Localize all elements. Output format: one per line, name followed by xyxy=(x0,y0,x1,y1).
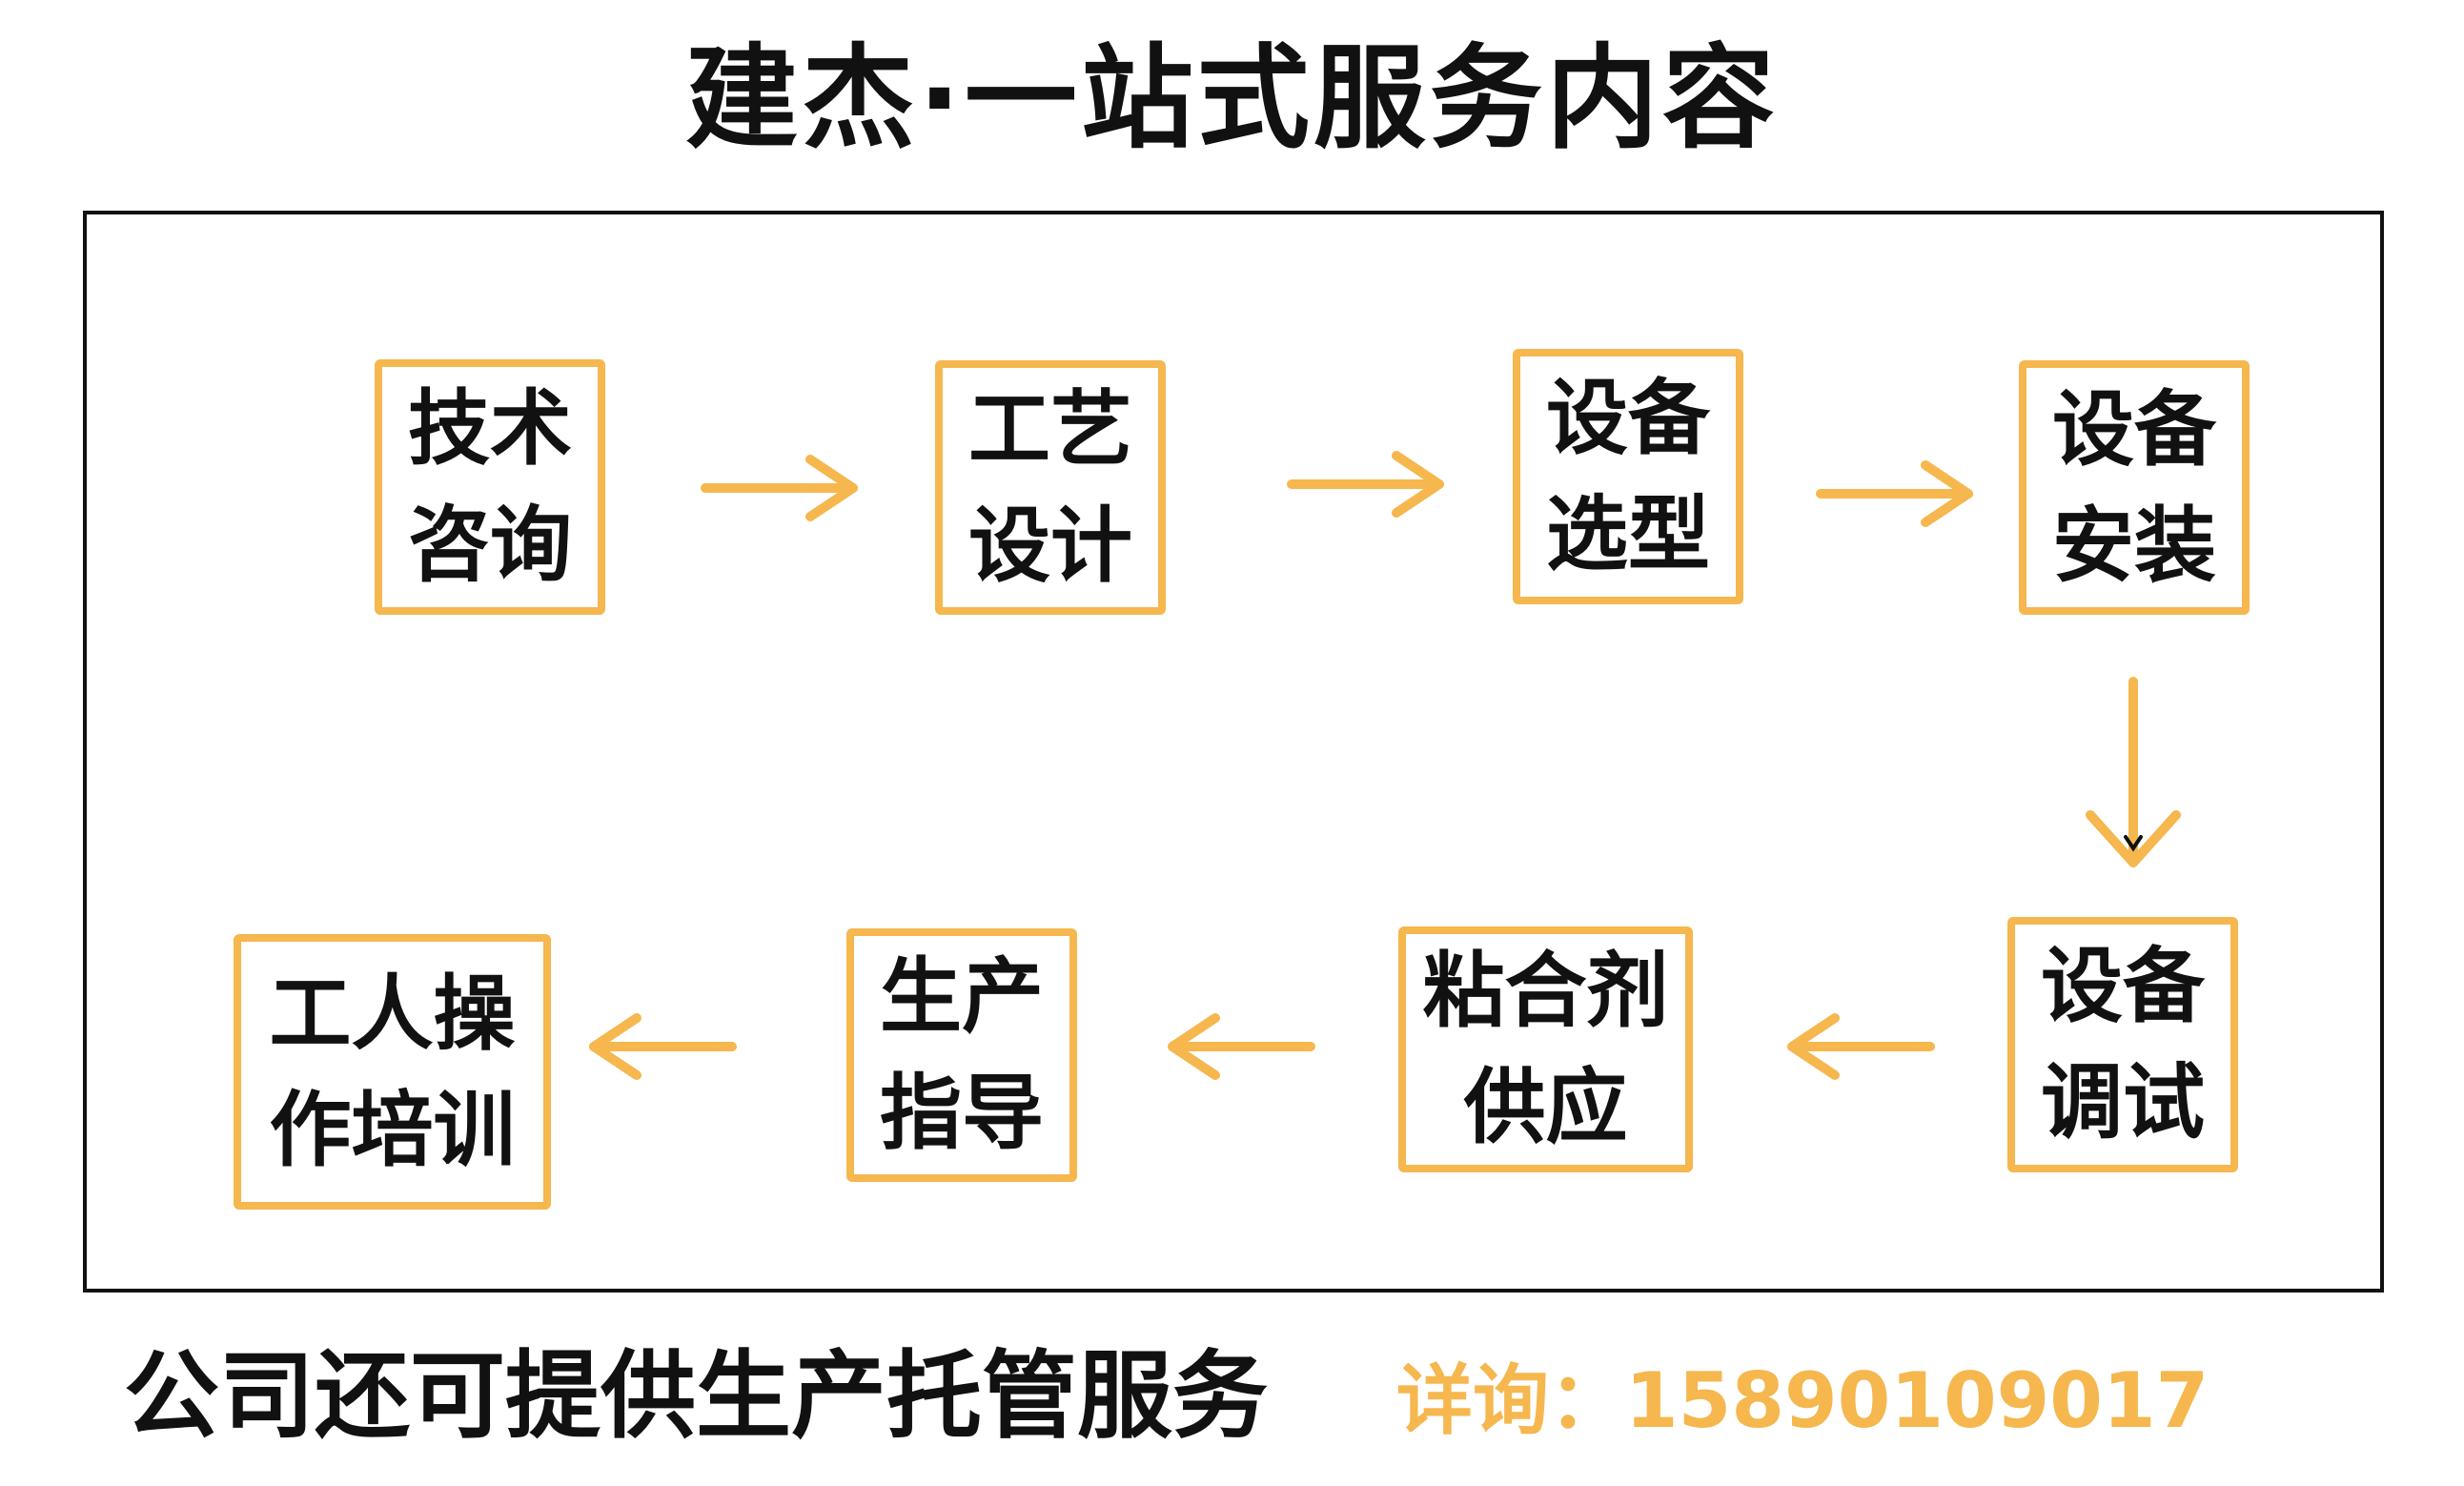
arrow-right-2 xyxy=(1287,451,1444,518)
arrow-left-3 xyxy=(589,1013,737,1080)
step-adhesive-supply: 粘合剂 供应 xyxy=(1398,926,1693,1172)
step-label-line2: 设计 xyxy=(968,498,1132,594)
step-label-line2: 指导 xyxy=(880,1066,1044,1161)
step-label-line2: 调试 xyxy=(2041,1055,2205,1150)
step-label-line1: 粘合剂 xyxy=(1422,944,1669,1039)
step-label-line2: 咨询 xyxy=(408,498,572,593)
step-label-line2: 供应 xyxy=(1463,1060,1628,1155)
step-equipment-selection: 设备 选型 xyxy=(1513,349,1743,604)
step-worker-training: 工人操 作培训 xyxy=(234,934,551,1210)
hosting-service-note: 公司还可提供生产托管服务 xyxy=(124,1340,1268,1452)
step-equipment-installation: 设备 安装 xyxy=(2019,360,2250,615)
step-label-line2: 安装 xyxy=(2052,498,2216,594)
arrow-left-1 xyxy=(1787,1013,1935,1080)
step-label-line1: 设备 xyxy=(2052,381,2216,478)
arrow-right-3 xyxy=(1816,460,1973,527)
step-label-line1: 生产 xyxy=(880,949,1044,1045)
diagram-frame xyxy=(83,211,2384,1293)
contact-phone: 详询：15890109017 xyxy=(1396,1356,2209,1445)
step-label-line1: 工艺 xyxy=(968,381,1132,478)
step-label-line2: 作培训 xyxy=(269,1082,516,1178)
step-equipment-commissioning: 设备 调试 xyxy=(2007,917,2238,1172)
step-label-line1: 技术 xyxy=(408,381,572,477)
page-title: 建杰·一站式服务内容 xyxy=(685,32,1779,164)
step-label-line2: 选型 xyxy=(1546,487,1710,582)
step-process-design: 工艺 设计 xyxy=(935,360,1166,615)
step-label-line1: 设备 xyxy=(2041,939,2205,1034)
step-label-line1: 工人操 xyxy=(269,966,516,1062)
arrow-down-tip-mark xyxy=(2124,835,2143,852)
step-production-guidance: 生产 指导 xyxy=(846,928,1077,1182)
step-technical-consulting: 技术 咨询 xyxy=(375,359,605,615)
step-label-line1: 设备 xyxy=(1546,371,1710,466)
arrow-down xyxy=(2086,677,2181,867)
arrow-left-2 xyxy=(1168,1013,1315,1080)
arrow-right-1 xyxy=(701,455,858,521)
